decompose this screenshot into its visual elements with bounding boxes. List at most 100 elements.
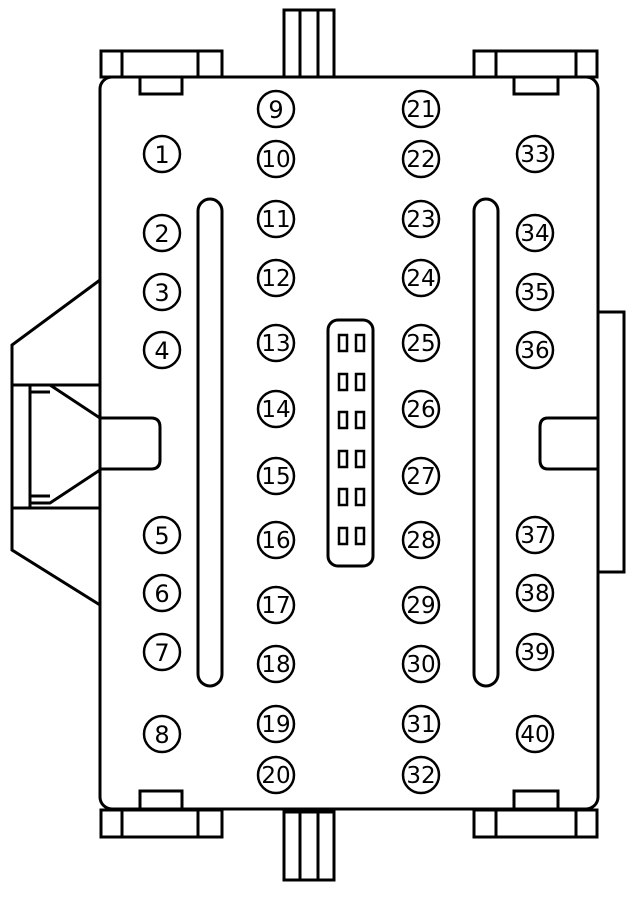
pin-circle bbox=[142, 134, 182, 174]
pin-circle bbox=[401, 704, 441, 744]
pin-34: 34 bbox=[515, 213, 555, 253]
left-latch-taper bbox=[28, 383, 102, 505]
key-cell bbox=[337, 449, 349, 469]
pin-29: 29 bbox=[401, 585, 441, 625]
pin-circle bbox=[142, 213, 182, 253]
pin-circle bbox=[515, 515, 555, 555]
bottom-latch bbox=[282, 810, 336, 882]
pin-32: 32 bbox=[401, 755, 441, 795]
pin-17: 17 bbox=[256, 585, 296, 625]
pin-label: 36 bbox=[520, 338, 549, 364]
pin-40: 40 bbox=[515, 714, 555, 754]
pin-circle bbox=[401, 755, 441, 795]
pin-2: 2 bbox=[142, 213, 182, 253]
pin-39: 39 bbox=[515, 632, 555, 672]
tab-bottom-right bbox=[512, 789, 560, 811]
right-notch bbox=[538, 416, 598, 471]
pin-label: 20 bbox=[261, 763, 290, 789]
pin-23: 23 bbox=[401, 199, 441, 239]
key-cell bbox=[337, 410, 349, 430]
pin-label: 13 bbox=[261, 331, 290, 357]
pin-15: 15 bbox=[256, 456, 296, 496]
pin-19: 19 bbox=[256, 704, 296, 744]
pin-circle bbox=[515, 330, 555, 370]
pin-label: 10 bbox=[261, 147, 290, 173]
pin-circle bbox=[515, 134, 555, 174]
pin-circle bbox=[401, 389, 441, 429]
key-cell bbox=[354, 526, 366, 546]
key-cell bbox=[354, 410, 366, 430]
pin-label: 14 bbox=[261, 397, 290, 423]
pin-layer: 1234567891011121314151617181920212223242… bbox=[142, 89, 555, 795]
pin-label: 7 bbox=[154, 639, 169, 667]
pin-circle bbox=[401, 644, 441, 684]
pin-31: 31 bbox=[401, 704, 441, 744]
ear-top-right bbox=[472, 49, 599, 79]
pin-circle bbox=[256, 704, 296, 744]
left-notch bbox=[100, 416, 162, 471]
center-key-block bbox=[326, 318, 375, 568]
pin-12: 12 bbox=[256, 258, 296, 298]
pin-label: 17 bbox=[261, 593, 290, 619]
pin-9: 9 bbox=[256, 89, 296, 129]
key-cell bbox=[337, 333, 349, 353]
pin-circle bbox=[256, 644, 296, 684]
pin-26: 26 bbox=[401, 389, 441, 429]
pin-28: 28 bbox=[401, 520, 441, 560]
pin-8: 8 bbox=[142, 714, 182, 754]
pin-38: 38 bbox=[515, 573, 555, 613]
pin-circle bbox=[401, 456, 441, 496]
pin-label: 9 bbox=[268, 96, 283, 124]
pin-circle bbox=[256, 258, 296, 298]
pin-6: 6 bbox=[142, 573, 182, 613]
pin-label: 38 bbox=[520, 581, 549, 607]
pin-label: 1 bbox=[154, 141, 169, 169]
pin-label: 30 bbox=[406, 652, 435, 678]
pin-label: 6 bbox=[154, 580, 169, 608]
pin-21: 21 bbox=[401, 89, 441, 129]
pin-label: 22 bbox=[406, 147, 435, 173]
pin-label: 33 bbox=[520, 142, 549, 168]
pin-circle bbox=[401, 89, 441, 129]
pin-36: 36 bbox=[515, 330, 555, 370]
pin-circle bbox=[515, 213, 555, 253]
left-latch-wing bbox=[10, 277, 102, 387]
pin-circle bbox=[142, 573, 182, 613]
pin-label: 5 bbox=[154, 522, 169, 550]
pin-label: 35 bbox=[520, 280, 549, 306]
center-key-cells bbox=[337, 333, 366, 546]
key-cell bbox=[354, 487, 366, 507]
pin-25: 25 bbox=[401, 323, 441, 363]
key-cell bbox=[337, 526, 349, 546]
pin-circle bbox=[256, 755, 296, 795]
pin-label: 27 bbox=[406, 464, 435, 490]
key-cell bbox=[354, 449, 366, 469]
pin-3: 3 bbox=[142, 272, 182, 312]
pin-label: 31 bbox=[406, 712, 435, 738]
pin-37: 37 bbox=[515, 515, 555, 555]
slot-left bbox=[196, 197, 224, 688]
pin-13: 13 bbox=[256, 323, 296, 363]
pin-circle bbox=[401, 585, 441, 625]
top-latch bbox=[282, 8, 336, 80]
right-side-rail bbox=[595, 310, 626, 574]
pin-circle bbox=[142, 330, 182, 370]
pin-1: 1 bbox=[142, 134, 182, 174]
pin-label: 11 bbox=[261, 207, 290, 233]
pin-4: 4 bbox=[142, 330, 182, 370]
pin-label: 23 bbox=[406, 207, 435, 233]
pin-11: 11 bbox=[256, 199, 296, 239]
left-latch-body bbox=[10, 383, 32, 510]
pin-circle bbox=[401, 139, 441, 179]
pin-label: 34 bbox=[520, 221, 549, 247]
pin-circle bbox=[515, 573, 555, 613]
pin-22: 22 bbox=[401, 139, 441, 179]
pin-circle bbox=[256, 585, 296, 625]
pin-label: 40 bbox=[520, 722, 549, 748]
pin-circle bbox=[515, 714, 555, 754]
pin-label: 26 bbox=[406, 397, 435, 423]
pin-label: 21 bbox=[406, 97, 435, 123]
pin-label: 24 bbox=[406, 266, 435, 292]
pin-circle bbox=[401, 199, 441, 239]
